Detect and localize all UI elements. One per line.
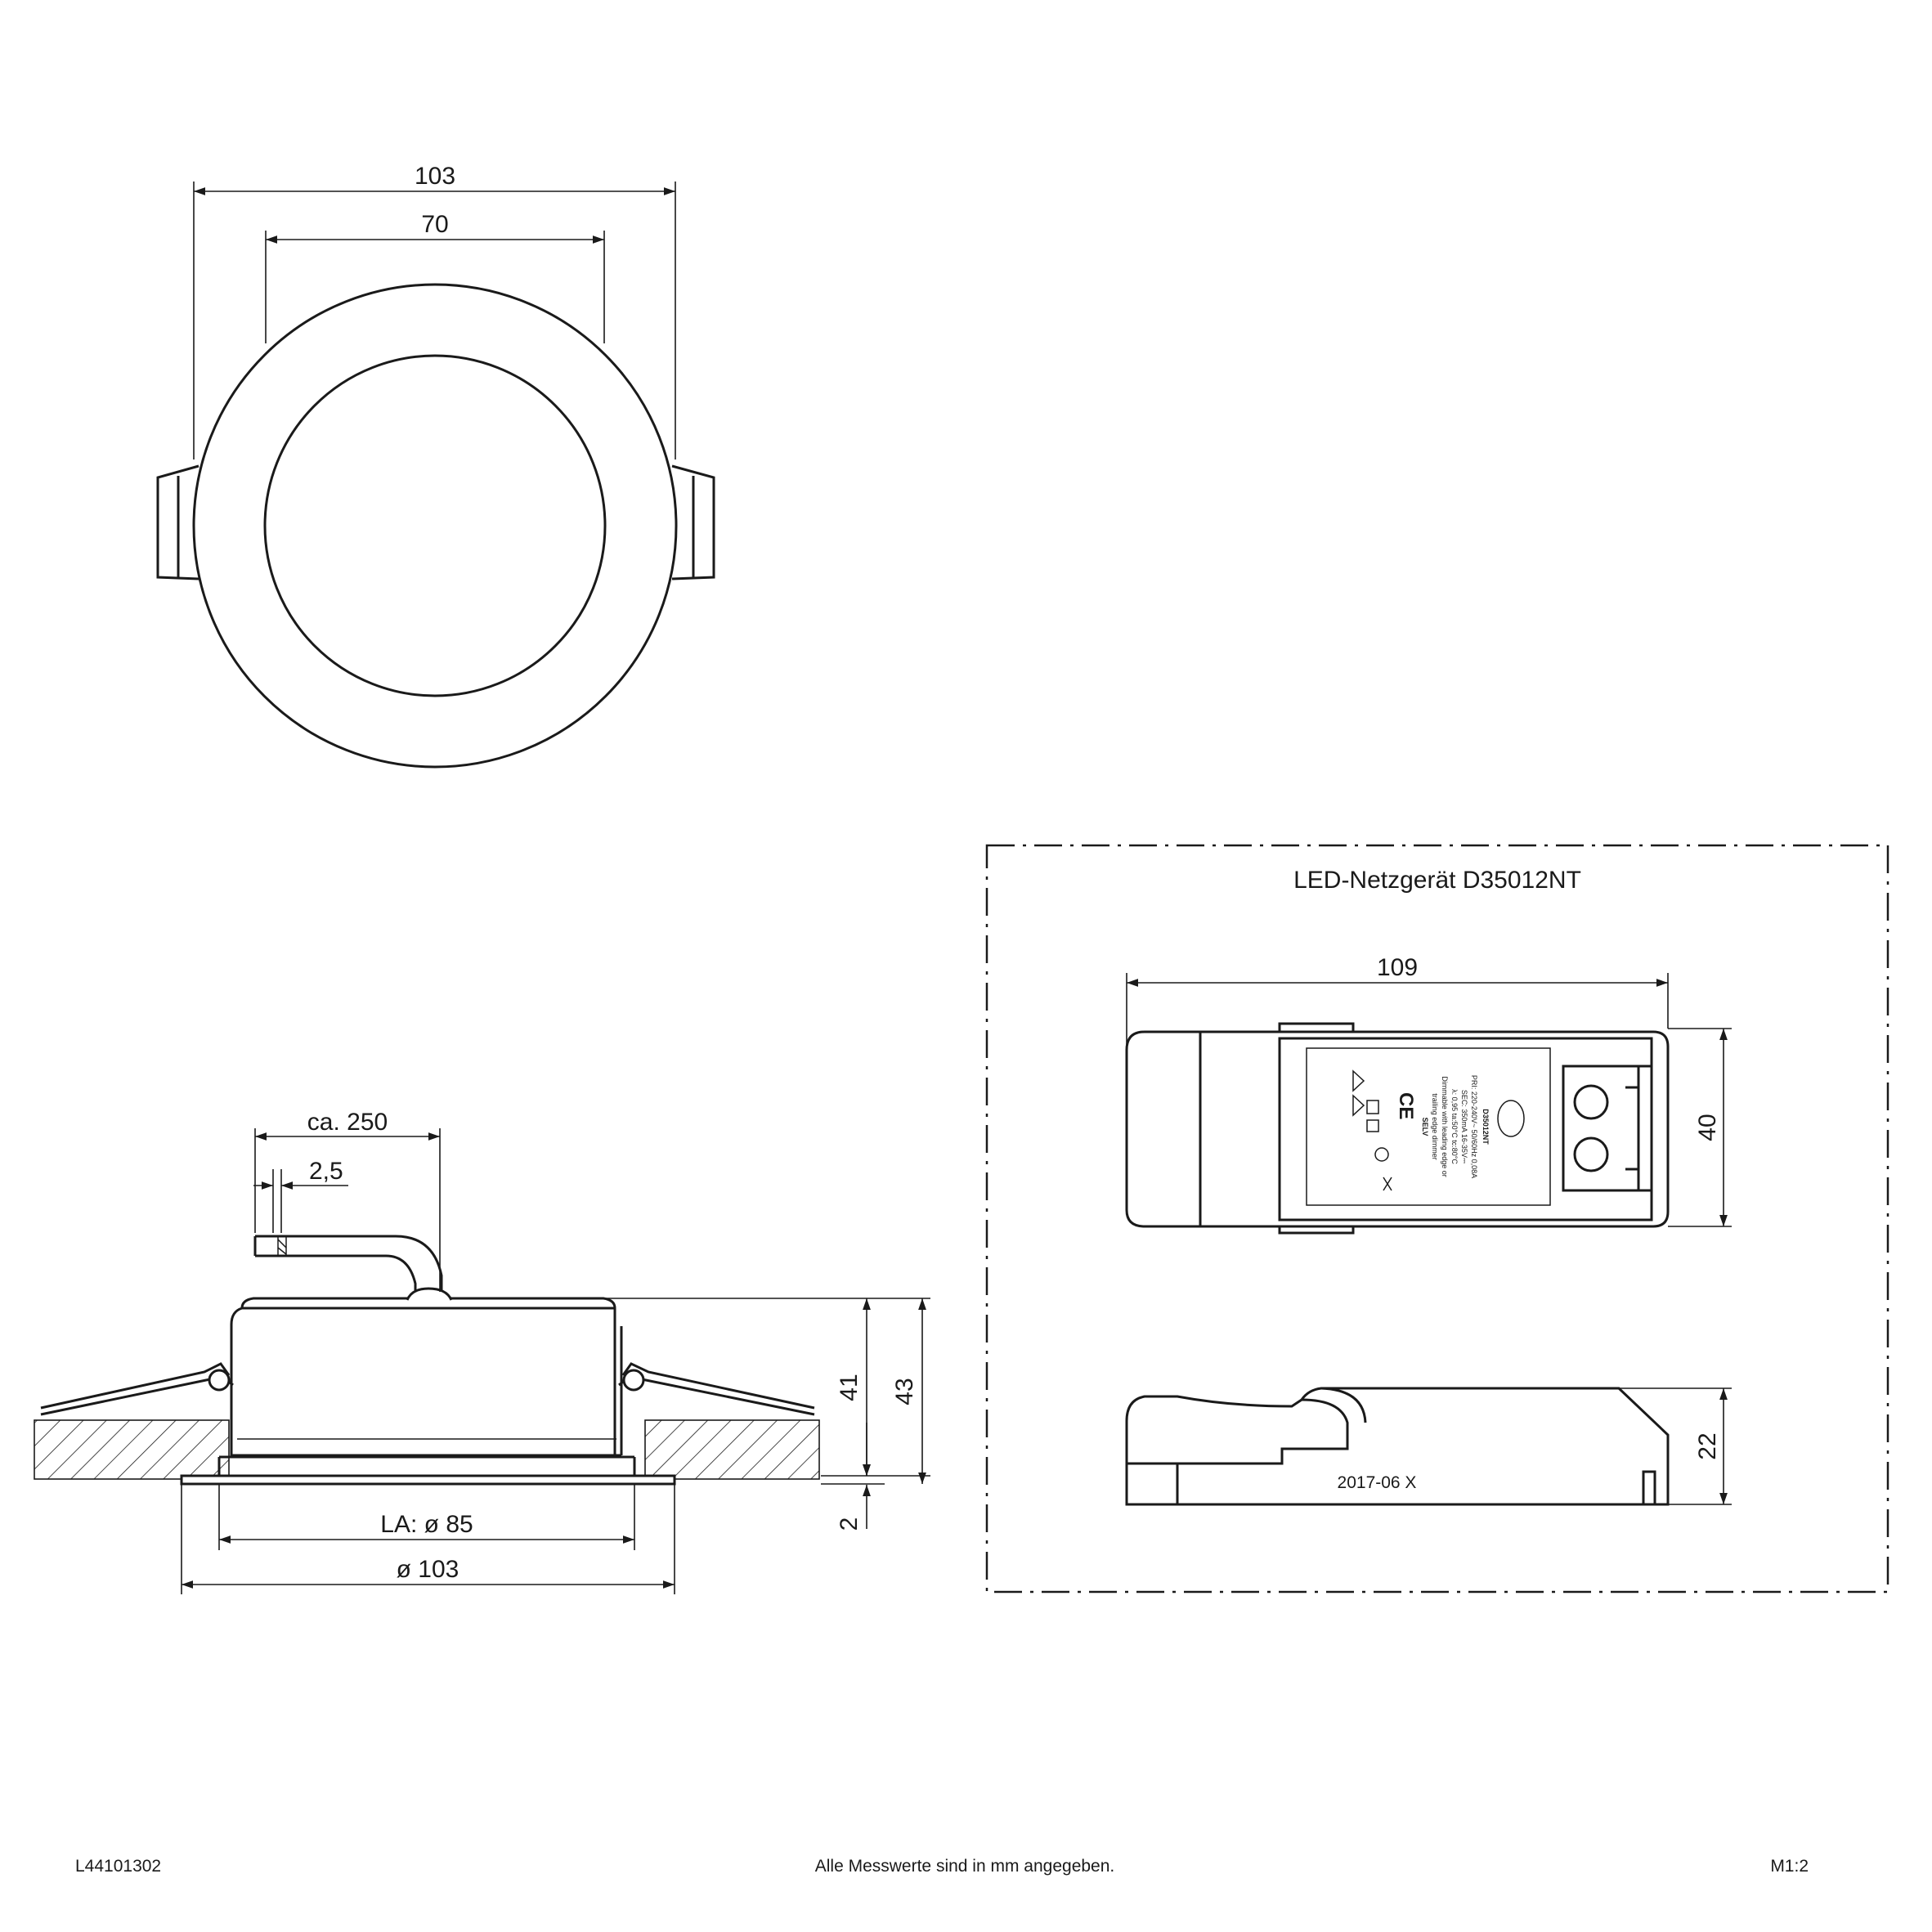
top-view: 103 70: [156, 163, 715, 769]
driver-side-stamp: 2017-06 X: [1338, 1473, 1417, 1492]
cable-dia-label: 2,5: [309, 1158, 343, 1185]
label-dim1: Dimmable with leading edge or: [1441, 1076, 1449, 1177]
trim-flange: [180, 1474, 676, 1486]
cutout-label: LA: ø 85: [380, 1511, 473, 1538]
right-spring: [618, 1362, 815, 1416]
diameter-label: ø 103: [397, 1556, 459, 1583]
label-sec: SEC: 350mA 16-35V⎓: [1460, 1090, 1468, 1163]
driver-width-label: 40: [1694, 1114, 1721, 1141]
inner-lens: [263, 354, 607, 697]
top-view-dim-inner: 70: [265, 211, 605, 343]
left-spring-clip: [156, 464, 199, 580]
scale-label: M1:2: [1770, 1857, 1809, 1876]
width-dims: LA: ø 85 ø 103: [181, 1484, 675, 1594]
top-dim-inner-label: 70: [421, 211, 448, 238]
driver-length-label: 109: [1377, 954, 1418, 981]
label-selv: SELV: [1421, 1118, 1429, 1136]
label-specs: λ: 0,95 ta:50°C tc:80°C: [1450, 1089, 1459, 1164]
left-spring: [40, 1362, 234, 1416]
driver-title: LED-Netzgerät D35012NT: [1293, 867, 1581, 894]
side-view: ca. 250 2,5 41 43 2 LA: ø 85: [34, 1109, 930, 1594]
cable-length-label: ca. 250: [307, 1109, 388, 1136]
height-43-label: 43: [891, 1378, 918, 1405]
top-dim-outer-label: 103: [415, 163, 455, 190]
heat-sink: [230, 1297, 623, 1457]
driver-height-label: 22: [1694, 1432, 1721, 1459]
cable: [253, 1235, 453, 1301]
ceiling-right: [644, 1419, 820, 1480]
driver-side-view: [1125, 1387, 1670, 1506]
height-dims: 41 43 2: [451, 1298, 930, 1531]
driver-label: D35012NT PRI: 220-240V~ 50/60Hz 0,08A SE…: [1395, 1075, 1490, 1178]
right-spring-clip: [671, 464, 715, 580]
ce-mark: CE: [1395, 1092, 1417, 1119]
label-model: D35012NT: [1481, 1109, 1490, 1145]
label-pri: PRI: 220-240V~ 50/60Hz 0,08A: [1470, 1075, 1478, 1178]
flange-2-label: 2: [836, 1517, 863, 1531]
label-symbols: [1352, 1069, 1525, 1191]
units-note: Alle Messwerte sind in mm angegeben.: [815, 1857, 1115, 1876]
driver-box: LED-Netzgerät D35012NT 109 40: [985, 844, 1889, 1594]
driver-top-view: D35012NT PRI: 220-240V~ 50/60Hz 0,08A SE…: [1125, 1022, 1670, 1235]
cable-dims: ca. 250 2,5: [253, 1109, 441, 1292]
top-view-dim-outer: 103: [193, 163, 676, 459]
ceiling-left: [34, 1419, 230, 1480]
article-number: L44101302: [75, 1857, 161, 1876]
height-41-label: 41: [836, 1374, 863, 1401]
label-dim2: trailing edge dimmer: [1431, 1093, 1439, 1160]
driver-frame: [985, 844, 1889, 1594]
